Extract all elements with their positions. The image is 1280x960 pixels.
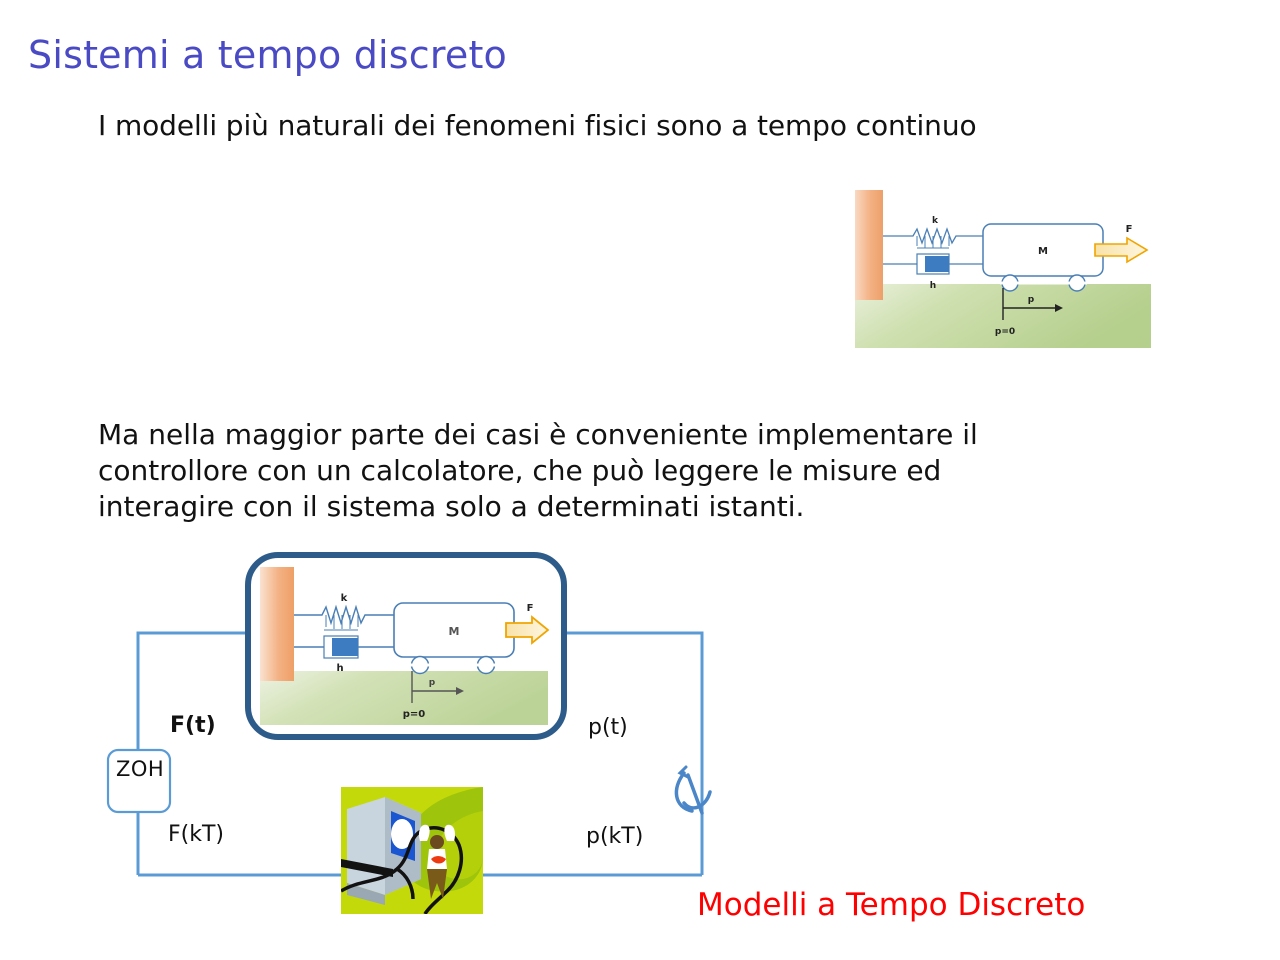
keyboard xyxy=(341,859,393,877)
loop-label-sampled-output: p(kT) xyxy=(586,824,644,849)
paragraph-line-1: Ma nella maggior parte dei casi è conven… xyxy=(98,418,978,451)
damper-label: h xyxy=(336,663,343,674)
paragraph-line-3: interagire con il sistema solo a determi… xyxy=(98,490,805,523)
legs xyxy=(427,869,447,899)
position-label: p xyxy=(1028,295,1035,305)
svg-text:M: M xyxy=(1038,246,1048,257)
wall xyxy=(260,567,294,681)
head xyxy=(430,835,444,849)
spring xyxy=(883,227,983,248)
intro-paragraph: I modelli più naturali dei fenomeni fisi… xyxy=(98,109,977,142)
ground-surface xyxy=(260,671,548,725)
sampler-switch xyxy=(674,765,712,815)
spring xyxy=(294,604,394,629)
damper xyxy=(294,629,394,659)
origin-label: p=0 xyxy=(995,327,1015,337)
screen-glare xyxy=(391,819,413,849)
mass-block: M xyxy=(393,602,515,675)
mass-spring-damper-figure-top: k h M F p p=0 xyxy=(855,188,1155,352)
mass-block: M xyxy=(982,223,1104,292)
zoh-block-label: ZOH xyxy=(116,757,165,781)
spring-label: k xyxy=(341,593,348,604)
position-axis xyxy=(1002,288,1063,320)
main-paragraph: Ma nella maggior parte dei casi è conven… xyxy=(98,417,1028,525)
zoh-block xyxy=(106,748,172,814)
monitor-base xyxy=(347,883,385,905)
spring-label: k xyxy=(932,216,939,226)
wall xyxy=(855,190,883,300)
force-label: F xyxy=(1126,224,1133,235)
computer-operator-clipart xyxy=(341,787,483,914)
red-caption: Modelli a Tempo Discreto xyxy=(697,887,1086,923)
loop-label-continuous-output: p(t) xyxy=(588,715,628,740)
position-label: p xyxy=(429,678,436,688)
paragraph-line-2: controllore con un calcolatore, che può … xyxy=(98,454,942,487)
mass-spring-damper-figure-loop: k h M F xyxy=(260,567,550,725)
damper-label: h xyxy=(930,281,936,291)
loop-label-sampled-input: F(kT) xyxy=(168,822,224,847)
position-axis xyxy=(411,671,464,703)
origin-label: p=0 xyxy=(403,709,426,720)
person xyxy=(418,824,456,899)
svg-text:M: M xyxy=(449,625,460,638)
tie xyxy=(431,856,446,864)
page-title: Sistemi a tempo discreto xyxy=(28,33,508,77)
force-arrow xyxy=(505,615,550,645)
force-label: F xyxy=(527,603,534,614)
force-arrow xyxy=(1094,236,1149,264)
damper xyxy=(883,247,983,275)
loop-label-continuous-input: F(t) xyxy=(170,713,216,738)
